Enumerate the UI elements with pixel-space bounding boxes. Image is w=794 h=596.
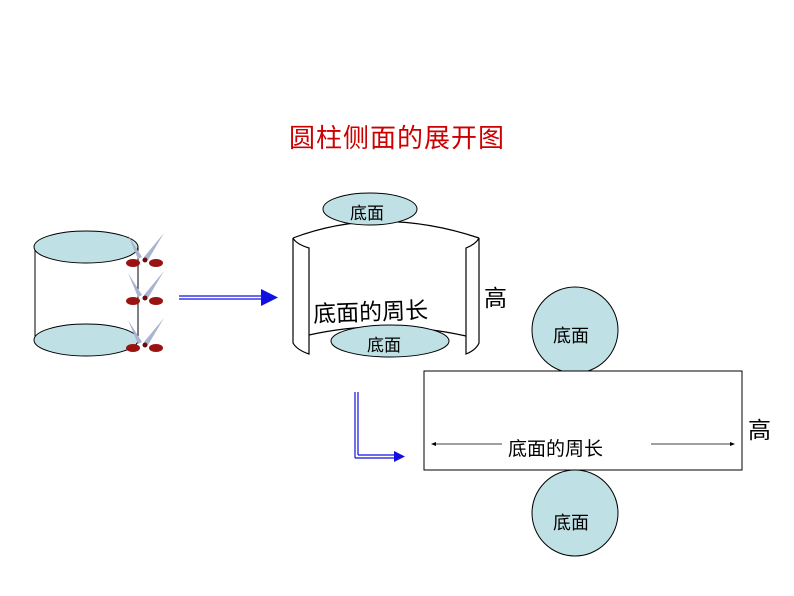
diagram-title: 圆柱侧面的展开图 xyxy=(288,124,505,154)
right-arrow-icon xyxy=(179,289,278,306)
net-bottom-base-circle xyxy=(531,469,619,557)
net-bottom-base-label: 底面 xyxy=(553,513,589,534)
scissors-icon xyxy=(126,271,164,305)
opening-cylinder xyxy=(292,192,480,358)
cylinder-top-base xyxy=(33,230,139,264)
top-base-label: 底面 xyxy=(350,204,384,224)
scissors-icon xyxy=(126,233,164,267)
down-right-arrow-icon xyxy=(354,392,405,462)
cylinder-net xyxy=(423,286,743,557)
cylinder-height-label: 高 xyxy=(484,286,507,312)
net-circumference-label: 底面的周长 xyxy=(508,438,604,460)
lateral-rectangle xyxy=(423,370,743,471)
curved-circumference-label: 底面的周长 xyxy=(312,297,429,328)
bottom-base-ellipse xyxy=(330,324,450,358)
cylinder xyxy=(33,230,139,357)
scissors-icon xyxy=(126,318,164,352)
net-height-label: 高 xyxy=(748,418,771,444)
cylinder-bottom-base xyxy=(33,323,139,357)
bottom-base-label: 底面 xyxy=(367,336,401,356)
top-base-ellipse xyxy=(322,192,418,226)
net-top-base-label: 底面 xyxy=(553,326,589,347)
